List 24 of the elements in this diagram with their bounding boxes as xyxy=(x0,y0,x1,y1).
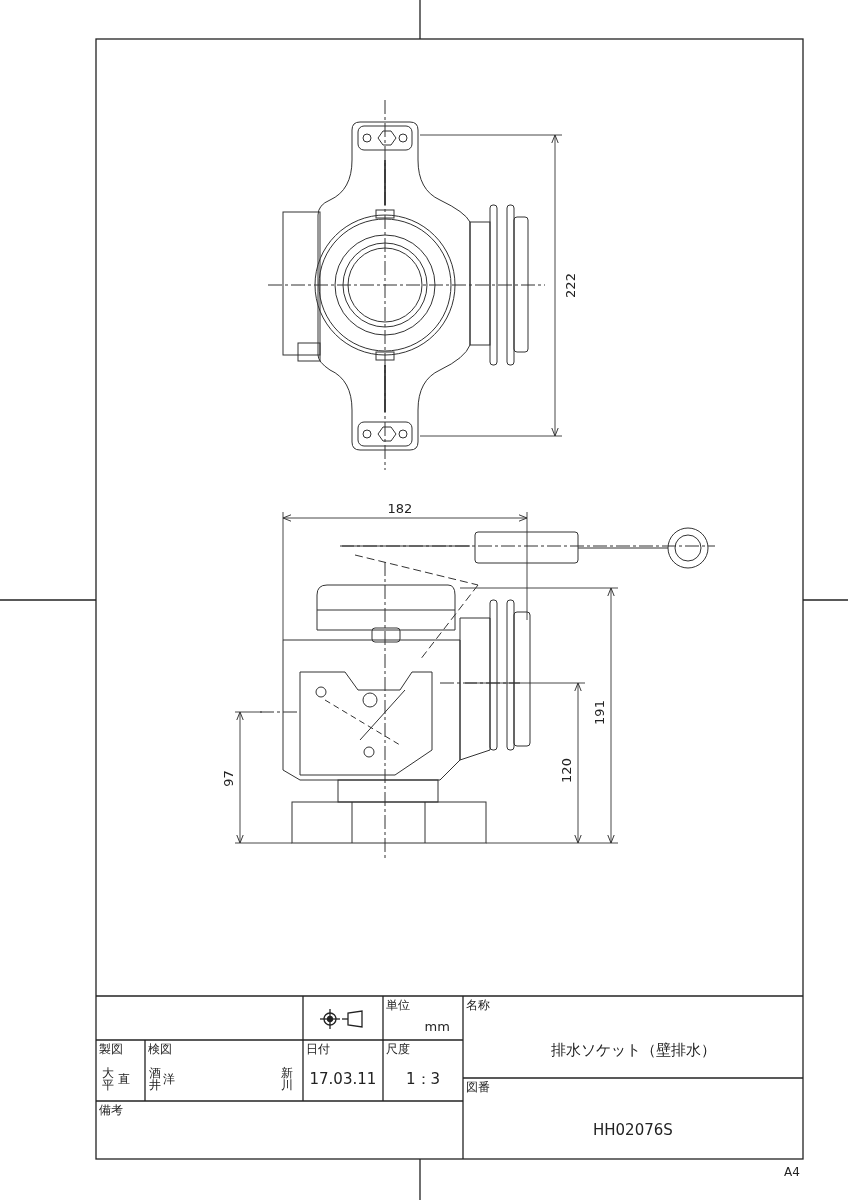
dimension-value: 120 xyxy=(559,757,573,783)
field-value: 1：3 xyxy=(406,1071,441,1087)
field-label: 日付 xyxy=(306,1043,330,1055)
field-label: 名称 xyxy=(466,999,490,1011)
field-label: 図番 xyxy=(466,1081,490,1093)
dimension-value: 97 xyxy=(221,769,235,787)
field-value: 排水ソケット（壁排水） xyxy=(550,1042,716,1058)
field-label: 尺度 xyxy=(386,1043,410,1055)
sheet-size-label: A4 xyxy=(784,1166,800,1178)
seal-name: 酒井 xyxy=(149,1066,161,1092)
field-value: mm xyxy=(424,1019,450,1033)
field-value: 17.03.11 xyxy=(309,1071,377,1087)
dimension-value: 222 xyxy=(563,272,577,298)
seal-name: 大平 xyxy=(102,1066,114,1092)
field-label: 製図 xyxy=(99,1043,123,1055)
dimension-value: 191 xyxy=(592,699,606,725)
field-label: 単位 xyxy=(386,999,410,1011)
dimension-value: 182 xyxy=(387,501,413,515)
seal-name: 新川 xyxy=(281,1066,293,1092)
field-label: 検図 xyxy=(148,1043,172,1055)
seal-name: 洋 xyxy=(163,1073,175,1085)
field-value: HH02076S xyxy=(593,1122,673,1138)
field-label: 備考 xyxy=(99,1104,123,1116)
seal-name: 直 xyxy=(118,1073,130,1085)
